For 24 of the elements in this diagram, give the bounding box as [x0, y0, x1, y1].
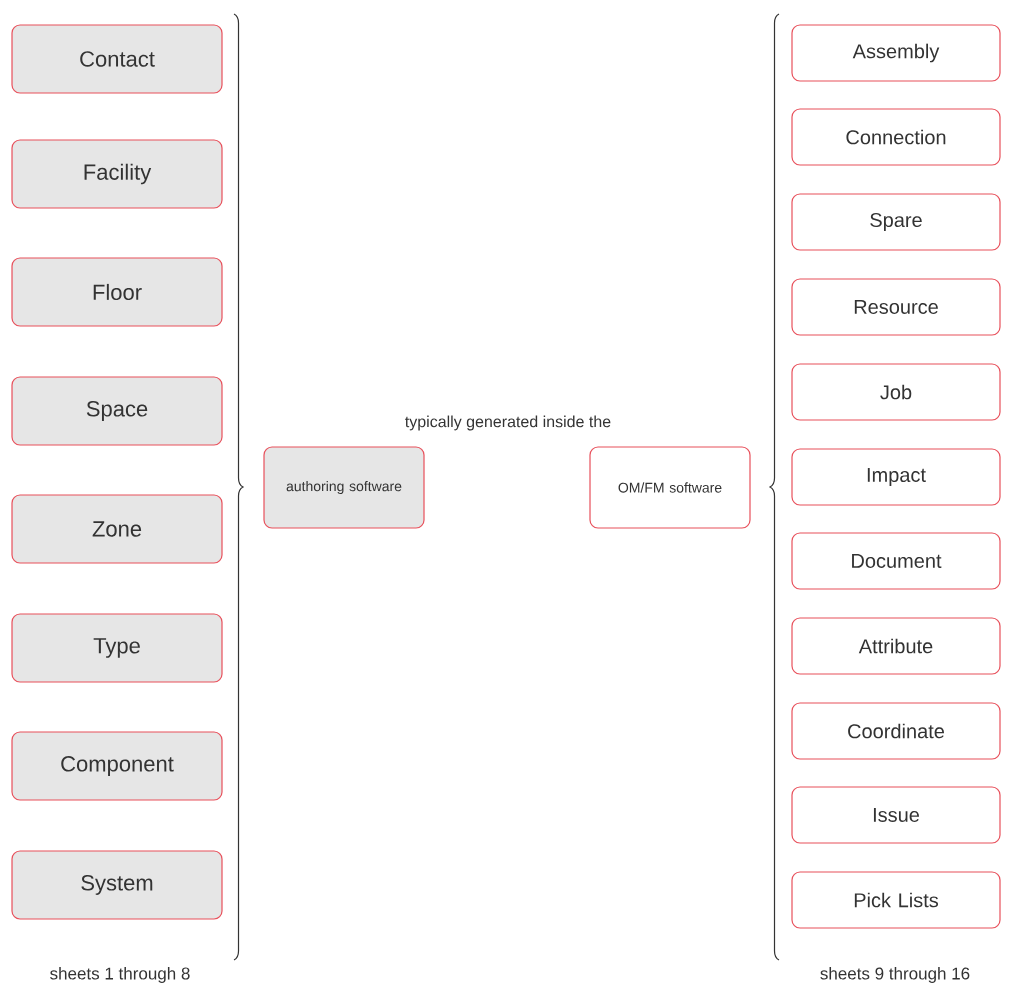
label-box: OM/FM software	[589, 446, 751, 529]
label-box: Resource	[791, 278, 1001, 336]
caption-text: sheets 9 through 16	[820, 967, 970, 983]
label-box: Attribute	[791, 617, 1001, 675]
caption-text: typically generated inside the	[405, 415, 611, 431]
label-box: Facility	[11, 139, 223, 209]
label-box: Contact	[11, 24, 223, 94]
label-box: Component	[11, 731, 223, 801]
label-box: Issue	[791, 786, 1001, 844]
label-box: Connection	[791, 108, 1001, 166]
label-box: Impact	[791, 448, 1001, 506]
label-box: Space	[11, 376, 223, 446]
label-box: Job	[791, 363, 1001, 421]
label-box: Pick Lists	[791, 871, 1001, 929]
label-box: Type	[11, 613, 223, 683]
label-box: Zone	[11, 494, 223, 564]
label-box: Floor	[11, 257, 223, 327]
label-box: Assembly	[791, 24, 1001, 82]
label-box: System	[11, 850, 223, 920]
caption-text: sheets 1 through 8	[50, 967, 190, 983]
label-box: Spare	[791, 193, 1001, 251]
label-box: authoring software	[263, 446, 425, 529]
label-box: Document	[791, 532, 1001, 590]
label-box: Coordinate	[791, 702, 1001, 760]
